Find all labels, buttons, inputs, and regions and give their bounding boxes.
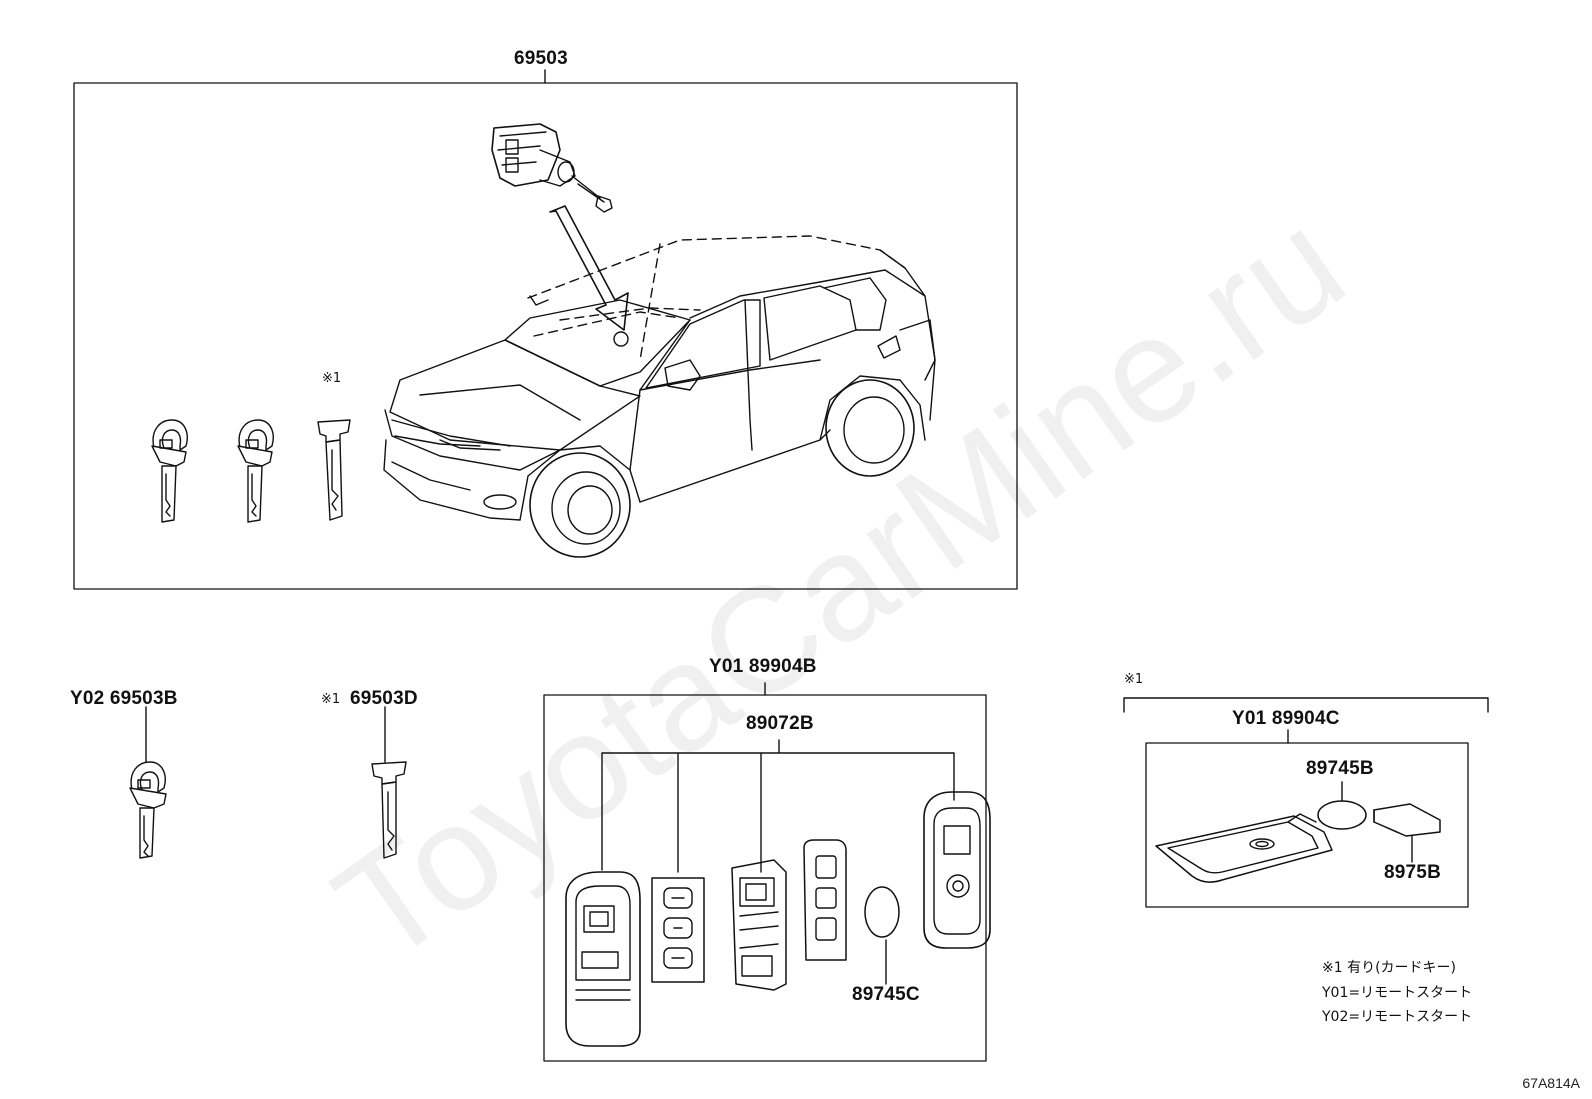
battery-b-icon	[1317, 800, 1367, 830]
transmitter-housing-front-icon	[565, 871, 641, 1047]
main-assembly-box	[73, 82, 1018, 590]
card-key-body-icon	[1155, 813, 1333, 883]
transmitter-housing-back-icon	[923, 791, 991, 949]
key-y02-icon	[129, 761, 167, 859]
label-battery-c: 89745C	[852, 984, 920, 1005]
card-kit-box	[1145, 742, 1469, 908]
label-key-y02: Y02 69503B	[70, 688, 178, 709]
card-insert-icon	[1373, 803, 1441, 837]
rubber-insert-icon	[803, 839, 847, 961]
card-key-blade-icon	[317, 419, 351, 521]
mechanical-key-2-icon	[237, 419, 274, 523]
label-transmitter-case: 89072B	[746, 713, 814, 734]
transmitter-case-bracket	[601, 739, 955, 873]
label-transmitter-kit: Y01 89904B	[709, 656, 817, 677]
ignition-cylinder-icon	[491, 123, 613, 213]
button-pad-icon	[651, 877, 705, 983]
legend-line-1: ※1 有り(カードキー)	[1322, 960, 1457, 976]
label-card-key-group-mark: ※1	[1124, 672, 1144, 687]
mechanical-key-1-icon	[151, 419, 188, 523]
diagram-code: 67A814A	[1522, 1075, 1580, 1091]
location-arrow-icon	[549, 205, 629, 347]
legend-line-2: Y01=リモートスタート	[1322, 985, 1473, 1001]
label-main-key-mark: ※1	[322, 371, 342, 386]
battery-c-icon	[864, 886, 900, 938]
card-key-group-bracket	[1123, 697, 1489, 713]
label-card-kit: Y01 89904C	[1232, 708, 1340, 729]
label-card-key-part: 69503D	[350, 688, 418, 709]
label-card-insert: 8975B	[1384, 862, 1441, 883]
circuit-board-icon	[731, 859, 787, 991]
vehicle-outline	[383, 235, 936, 558]
label-main-assembly: 69503	[514, 48, 568, 69]
label-card-key-mark: ※1	[321, 692, 341, 707]
legend-line-3: Y02=リモートスタート	[1322, 1009, 1473, 1025]
label-battery-b: 89745B	[1306, 758, 1374, 779]
card-key-blade-2-icon	[371, 761, 407, 859]
